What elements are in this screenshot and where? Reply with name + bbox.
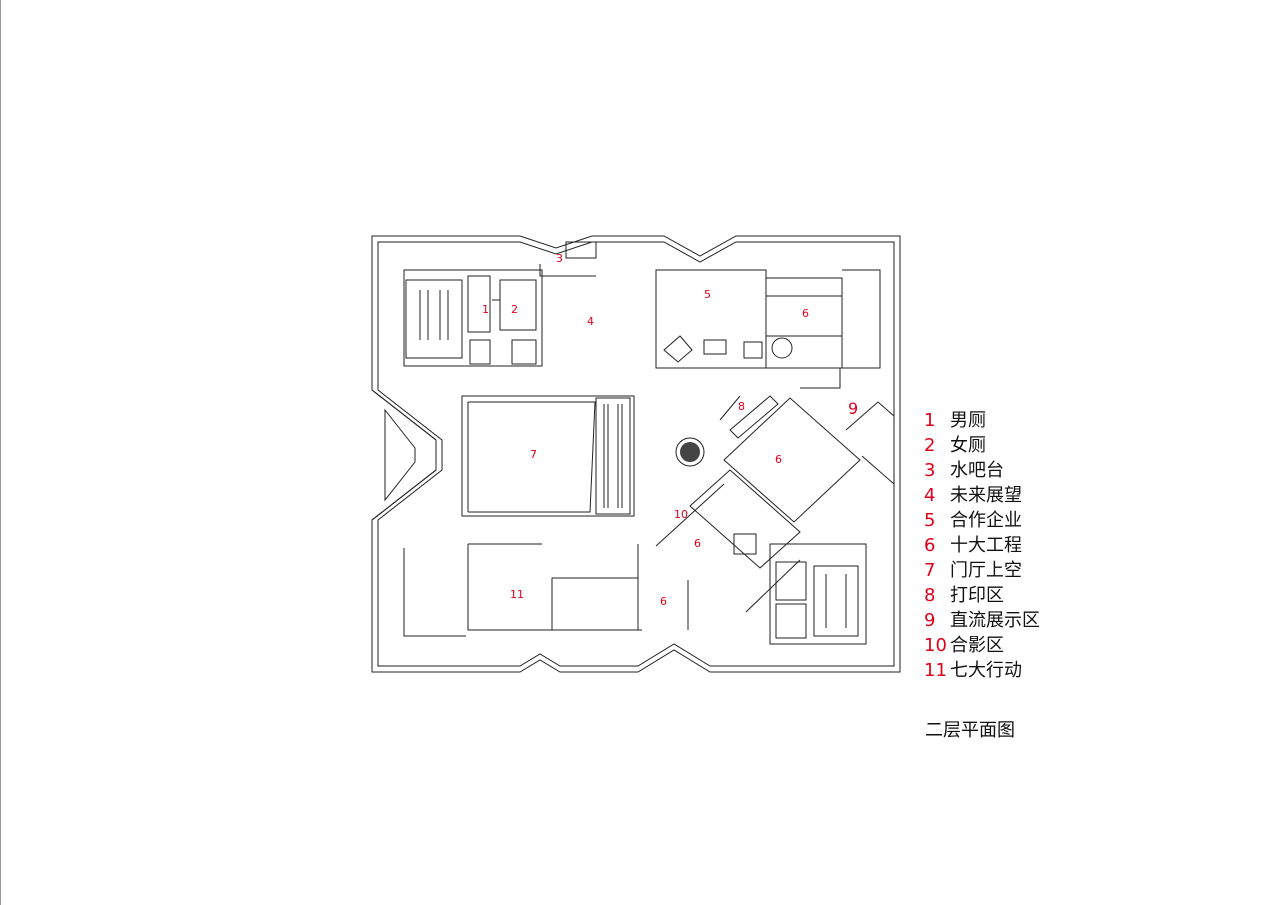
room-label-4: 4 bbox=[587, 315, 594, 328]
room-label-2: 2 bbox=[511, 303, 518, 316]
legend-label: 女厕 bbox=[950, 435, 986, 456]
room-label-11: 11 bbox=[510, 588, 524, 601]
room-label-9: 9 bbox=[848, 399, 858, 418]
atrium-void bbox=[461, 395, 635, 517]
legend-number: 11 bbox=[924, 660, 947, 681]
legend-number: 6 bbox=[924, 535, 936, 556]
legend-label: 合作企业 bbox=[950, 510, 1022, 531]
room-label-3: 3 bbox=[556, 252, 563, 265]
room-label-6b: 6 bbox=[775, 453, 782, 466]
legend-number: 9 bbox=[924, 610, 936, 631]
seven-actions-room bbox=[403, 543, 689, 637]
legend-number: 2 bbox=[924, 435, 936, 456]
light-well bbox=[371, 389, 437, 521]
partner-room bbox=[655, 269, 881, 389]
legend-label: 直流展示区 bbox=[950, 610, 1040, 631]
legend-number: 5 bbox=[924, 510, 936, 531]
room-label-6c: 6 bbox=[694, 537, 701, 550]
legend-number: 4 bbox=[924, 485, 936, 506]
diagonal-exhibit bbox=[655, 395, 861, 613]
legend-label: 门厅上空 bbox=[950, 560, 1022, 581]
legend-number: 7 bbox=[924, 560, 936, 581]
restroom-block bbox=[403, 269, 543, 367]
legend-label: 男厕 bbox=[950, 410, 986, 431]
room-label-7: 7 bbox=[530, 448, 537, 461]
room-label-8: 8 bbox=[738, 400, 745, 413]
water-bar bbox=[539, 241, 597, 277]
room-label-6a: 6 bbox=[802, 307, 809, 320]
legend-label: 十大工程 bbox=[950, 535, 1022, 556]
legend-label: 七大行动 bbox=[950, 660, 1022, 681]
outer-wall bbox=[371, 235, 901, 673]
legend-label: 打印区 bbox=[950, 585, 1004, 606]
room-label-5: 5 bbox=[704, 288, 711, 301]
legend-label: 水吧台 bbox=[950, 460, 1004, 481]
room-labels: 1 2 3 4 5 6 7 8 9 6 10 6 11 6 bbox=[482, 252, 858, 608]
planter bbox=[675, 437, 705, 467]
legend-number: 10 bbox=[924, 635, 947, 656]
legend-number: 3 bbox=[924, 460, 936, 481]
room-label-10: 10 bbox=[674, 508, 688, 521]
legend-number: 8 bbox=[924, 585, 936, 606]
right-entrance bbox=[845, 401, 895, 485]
legend-label: 未来展望 bbox=[950, 485, 1022, 506]
plan-caption: 二层平面图 bbox=[925, 720, 1015, 741]
room-label-1: 1 bbox=[482, 303, 489, 316]
legend-number: 1 bbox=[924, 410, 936, 431]
room-label-6d: 6 bbox=[660, 595, 667, 608]
stair-block bbox=[769, 543, 867, 645]
legend-label: 合影区 bbox=[950, 635, 1004, 656]
